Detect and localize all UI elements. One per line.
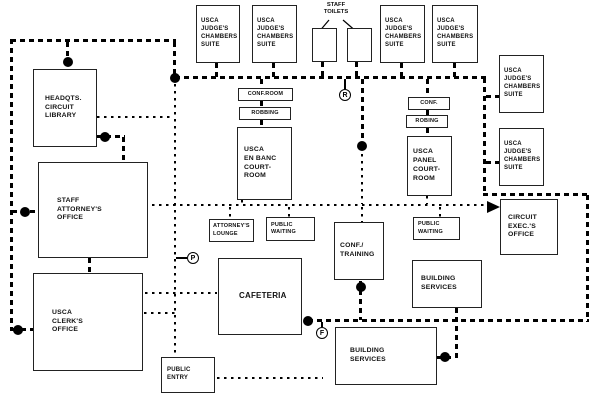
room-staff-toilet-1 [312, 28, 337, 62]
junction-node [20, 207, 30, 217]
symbol-stem [321, 322, 323, 327]
connector-line [400, 63, 403, 77]
dotted-line [288, 207, 291, 217]
room-en-banc-courtroom: USCA EN BANC COURT- ROOM [237, 127, 292, 200]
room-robing-left: ROBBING [239, 107, 291, 120]
connector-line [426, 110, 429, 115]
connector-line [426, 128, 429, 136]
junction-node [13, 325, 23, 335]
dotted-line [241, 200, 244, 205]
connector-line [260, 101, 263, 107]
circle-p-symbol: P [187, 252, 199, 264]
room-conf-training: CONF./ TRAINING [334, 222, 384, 280]
junction-node [63, 57, 73, 67]
connector-line [426, 79, 429, 97]
connector-line [486, 95, 499, 98]
room-public-waiting-1: PUBLIC WAITING [266, 217, 315, 241]
connector-line [260, 120, 263, 127]
room-panel-courtroom: USCA PANEL COURT- ROOM [407, 136, 452, 196]
connector-line [272, 63, 275, 77]
circle-r-symbol: R [339, 89, 351, 101]
connector-line [355, 62, 358, 77]
connector-line [122, 137, 125, 162]
dotted-line [145, 292, 217, 295]
connector-line [486, 161, 499, 164]
circulation-line [483, 78, 486, 196]
room-attorneys-lounge: ATTORNEY'S LOUNGE [209, 219, 254, 242]
room-judges-chambers-4: USCA JUDGE'S CHAMBERS SUITE [432, 5, 478, 63]
circulation-line [11, 39, 176, 42]
dotted-line [152, 204, 486, 207]
junction-node [356, 282, 366, 292]
junction-node [100, 132, 110, 142]
room-building-services-upper: BUILDING SERVICES [412, 260, 482, 308]
connector-line [88, 258, 91, 273]
dotted-line [361, 207, 364, 222]
connector-line [359, 281, 362, 320]
room-staff-attorneys-office: STAFF ATTORNEY'S OFFICE [38, 162, 148, 258]
room-conf-room: CONF.ROOM [238, 88, 293, 101]
room-robing-right: ROBING [406, 115, 448, 128]
dotted-line [426, 196, 429, 204]
circulation-line [586, 195, 589, 322]
symbol-stem [176, 257, 187, 259]
arrow-icon [487, 201, 500, 213]
circulation-line [10, 39, 13, 331]
connector-line [260, 79, 263, 88]
room-usca-clerks-office: USCA CLERK'S OFFICE [33, 273, 143, 371]
junction-node [170, 73, 180, 83]
junction-node [440, 352, 450, 362]
circle-f-symbol: F [316, 327, 328, 339]
room-judges-chambers-5: USCA JUDGE'S CHAMBERS SUITE [499, 55, 544, 113]
dotted-line [217, 377, 323, 380]
dotted-line [361, 147, 364, 204]
room-judges-chambers-6: USCA JUDGE'S CHAMBERS SUITE [499, 128, 544, 186]
junction-node [303, 316, 313, 326]
circulation-line [175, 76, 486, 79]
room-judges-chambers-1: USCA JUDGE'S CHAMBERS SUITE [196, 5, 240, 63]
room-building-services-lower: BUILDING SERVICES [335, 327, 437, 385]
dotted-line [144, 312, 175, 315]
dotted-line [174, 84, 177, 357]
connector-line [453, 63, 456, 77]
connector-line [361, 79, 364, 145]
junction-node [357, 141, 367, 151]
room-public-entry: PUBLIC ENTRY [161, 357, 215, 393]
symbol-stem [344, 79, 346, 89]
circulation-line [483, 193, 589, 196]
room-circuit-execs-office: CIRCUIT EXEC.'S OFFICE [500, 199, 558, 255]
connector-line [321, 62, 324, 77]
room-cafeteria: CAFETERIA [218, 258, 302, 335]
room-judges-chambers-3: USCA JUDGE'S CHAMBERS SUITE [380, 5, 425, 63]
room-staff-toilet-2 [347, 28, 372, 62]
dotted-line [229, 207, 232, 219]
connector-line [215, 63, 218, 77]
dotted-line [97, 116, 174, 119]
dotted-line [439, 207, 442, 217]
room-public-waiting-2: PUBLIC WAITING [413, 217, 460, 240]
room-conf: CONF. [408, 97, 450, 110]
connector-line [97, 135, 125, 138]
staff-toilets-label: STAFF TOILETS [323, 2, 349, 16]
circulation-line [308, 319, 589, 322]
circulation-line [173, 42, 176, 78]
connector-line [455, 308, 458, 358]
connector-line [66, 42, 69, 69]
room-headquarters-circuit-library: HEADQTS. CIRCUIT LIBRARY [33, 69, 97, 147]
room-judges-chambers-2: USCA JUDGE'S CHAMBERS SUITE [252, 5, 297, 63]
